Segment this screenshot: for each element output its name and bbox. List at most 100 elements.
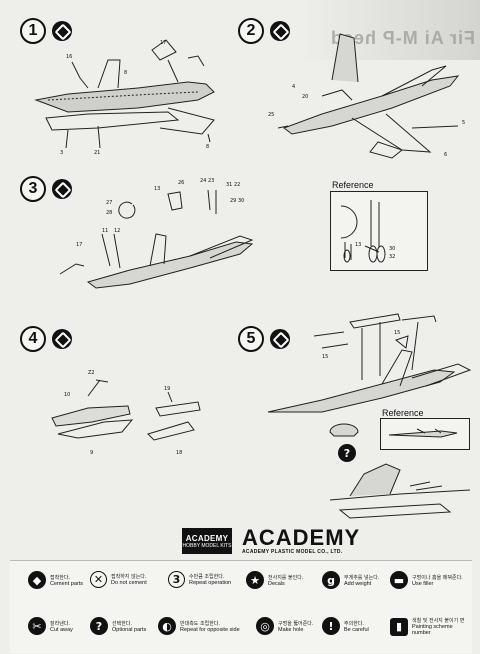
cement-icon: ◆ <box>28 571 46 589</box>
step-number: 1 <box>20 18 46 44</box>
optional-marker: ? <box>338 444 356 462</box>
legend-en: Be careful <box>344 626 369 633</box>
cement-icon <box>52 179 72 199</box>
legend-item: ▬ 구멍이나 홈을 메꿔준다.Use filler <box>390 571 463 589</box>
svg-text:31 22: 31 22 <box>226 182 240 188</box>
step-3-header: 3 <box>20 176 72 202</box>
svg-text:18: 18 <box>176 450 182 456</box>
no-cement-icon: ✕ <box>90 571 107 588</box>
svg-text:17: 17 <box>160 40 166 46</box>
svg-text:Z2: Z2 <box>88 370 95 376</box>
legend-en: Optional parts <box>112 626 147 633</box>
svg-text:24 23: 24 23 <box>200 178 214 184</box>
repeat-icon: 3 <box>168 571 185 588</box>
optional-icon: ? <box>338 444 356 462</box>
svg-text:17: 17 <box>76 242 82 248</box>
logo-text: ACADEMY <box>185 533 229 543</box>
svg-text:15: 15 <box>322 354 328 360</box>
step-number: 4 <box>20 326 46 352</box>
careful-icon: ! <box>322 617 340 635</box>
legend-ko: 잘라낸다. <box>50 620 70 627</box>
legend-en: Cement parts <box>50 580 84 587</box>
svg-text:15: 15 <box>394 330 400 336</box>
svg-text:13: 13 <box>154 186 160 192</box>
print-through-shadow <box>300 0 480 60</box>
reference-label: Reference <box>332 180 374 190</box>
company-name: ACADEMY PLASTIC MODEL CO., LTD. <box>242 549 343 555</box>
decal-icon: ★ <box>246 571 264 589</box>
step-number: 3 <box>20 176 46 202</box>
step-4-header: 4 <box>20 326 72 352</box>
svg-text:8: 8 <box>206 144 209 150</box>
filler-icon: ▬ <box>390 571 408 589</box>
step-5-reference-box <box>380 418 470 450</box>
legend-ko: 선택한다. <box>112 620 132 627</box>
legend-item: ◆ 접착한다.Cement parts <box>28 571 83 589</box>
step-5-header: 5 <box>238 326 290 352</box>
cement-icon <box>270 21 290 41</box>
legend-item: ◎ 구멍을 뚫어준다.Make hole <box>256 617 313 635</box>
canopy-part <box>329 423 359 437</box>
legend-en: Repeat operation <box>189 580 232 586</box>
svg-text:10: 10 <box>64 392 70 398</box>
legend-en: Cut away <box>50 626 73 633</box>
svg-text:16: 16 <box>66 54 72 60</box>
svg-text:25: 25 <box>268 112 274 118</box>
svg-text:8: 8 <box>124 70 127 76</box>
step-number: 5 <box>238 326 264 352</box>
canopy-option-drawing <box>330 463 470 519</box>
academy-wordmark: ACADEMY ACADEMY PLASTIC MODEL CO., LTD. <box>242 525 361 556</box>
legend-item: ★ 전사지를 붙인다.Decals <box>246 571 303 589</box>
svg-text:28: 28 <box>106 210 112 216</box>
legend-ko: 주의한다. <box>344 620 364 627</box>
ref-part-number: 32 <box>389 254 395 260</box>
svg-text:3: 3 <box>60 150 63 156</box>
optional-icon: ? <box>90 617 108 635</box>
academy-logo: ACADEMY HOBBY MODEL KITS <box>182 528 232 554</box>
legend-item: ✕ 접착하지 않는다.Do not cement <box>90 571 147 588</box>
brand-row: ACADEMY HOBBY MODEL KITS ACADEMY ACADEMY… <box>182 527 360 555</box>
legend-en: Use filler <box>412 580 434 587</box>
legend-ko: 색칠 및 전사지 붙이기 면 <box>412 618 465 624</box>
svg-text:29 30: 29 30 <box>230 198 244 204</box>
painting-icon: ▮ <box>390 617 408 636</box>
legend-item: ◐ 반대측도 조립한다.Repeat for opposite side <box>158 617 240 635</box>
legend-en: Make hole <box>278 626 304 633</box>
ref-part-number: 30 <box>389 246 395 252</box>
legend-item: ! 주의한다.Be careful <box>322 617 369 635</box>
ref-part-number: 13 <box>355 242 361 248</box>
svg-text:27: 27 <box>106 200 112 206</box>
cement-icon <box>52 329 72 349</box>
svg-text:9: 9 <box>90 450 93 456</box>
wordmark-text: ACADEMY <box>242 525 361 550</box>
make-hole-icon: ◎ <box>256 617 274 635</box>
svg-text:5: 5 <box>462 120 465 126</box>
step-3-reference-box: 13 30 32 <box>330 191 428 271</box>
svg-text:20: 20 <box>302 94 308 100</box>
legend-item: 3 수만큼 조립한다.Repeat operation <box>168 571 231 588</box>
step-1-header: 1 <box>20 18 72 44</box>
landing-gear-drawing: 13 30 32 <box>340 200 395 263</box>
svg-text:4: 4 <box>292 84 295 90</box>
legend-en: Add weight <box>344 580 372 587</box>
step-2-header: 2 <box>238 18 290 44</box>
opposite-side-icon: ◐ <box>158 617 176 635</box>
weight-icon: g <box>322 571 340 589</box>
legend-item: ? 선택한다.Optional parts <box>90 617 146 635</box>
legend-ko: 반대측도 조립한다. <box>180 620 220 627</box>
legend-en: Repeat for opposite side <box>180 626 240 633</box>
legend-en: Do not cement <box>111 580 147 586</box>
step-number: 2 <box>238 18 264 44</box>
cement-icon <box>270 329 290 349</box>
legend-ko: 접착한다. <box>50 574 70 581</box>
svg-text:12: 12 <box>114 228 120 234</box>
symbol-legend: ◆ 접착한다.Cement parts ✕ 접착하지 않는다.Do not ce… <box>10 560 472 653</box>
svg-text:19: 19 <box>164 386 170 392</box>
legend-ko: 접착하지 않는다. <box>111 574 147 580</box>
